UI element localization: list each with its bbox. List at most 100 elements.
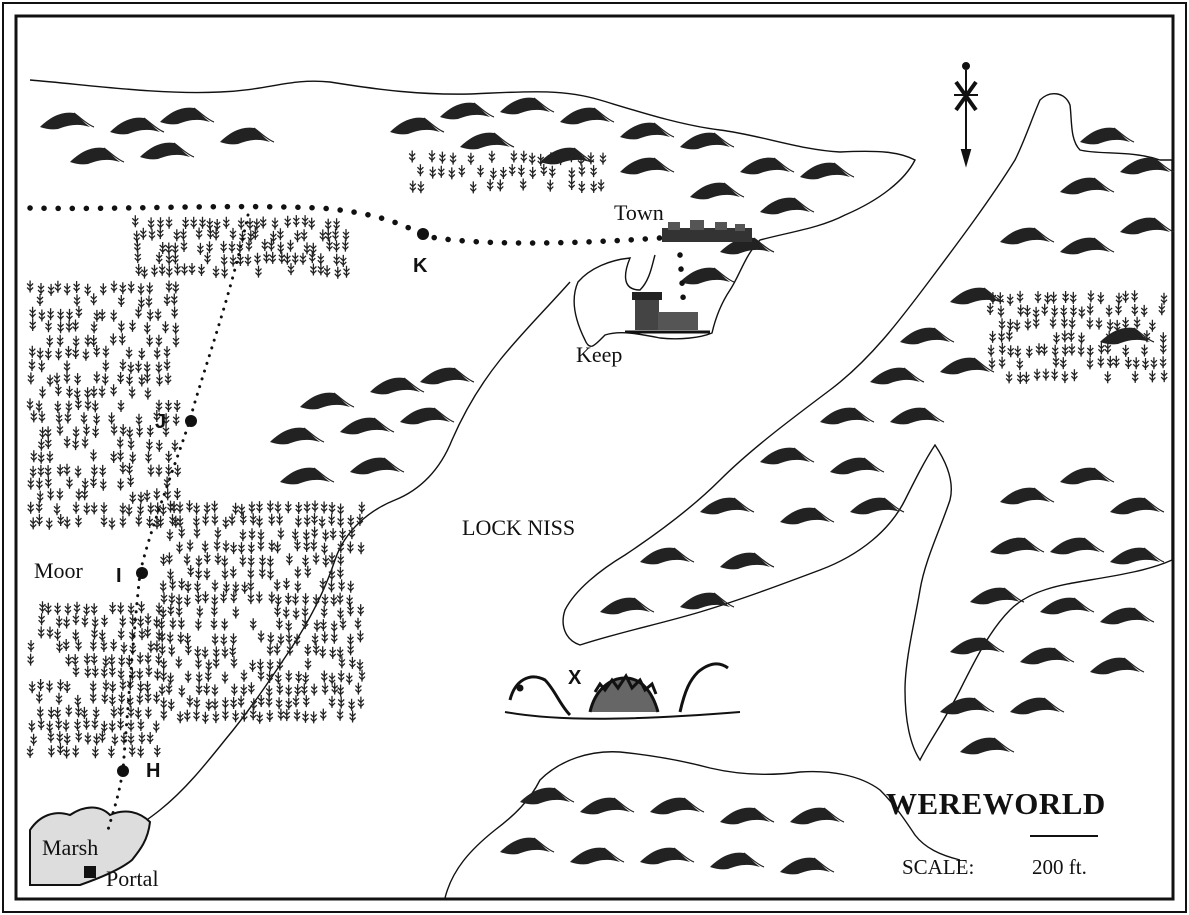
tree-icon xyxy=(62,718,70,733)
tree-icon xyxy=(136,615,145,629)
tree-icon xyxy=(155,463,163,478)
tree-icon xyxy=(156,226,164,240)
tree-icon xyxy=(1049,315,1057,330)
tree-icon xyxy=(244,253,252,267)
tree-icon xyxy=(1014,345,1022,359)
tree-icon xyxy=(1150,356,1158,370)
tree-icon xyxy=(1086,344,1094,358)
tree-icon xyxy=(268,513,276,527)
tree-icon xyxy=(324,217,332,232)
tree-icon xyxy=(197,263,206,277)
tree-icon xyxy=(1024,317,1032,332)
south-shore xyxy=(444,751,961,899)
tree-icon xyxy=(1006,293,1014,307)
tree-icon xyxy=(291,528,299,542)
tree-icon xyxy=(308,216,316,231)
tree-icon xyxy=(328,501,336,515)
waypoint-i-label: I xyxy=(116,565,122,587)
tree-icon xyxy=(117,294,125,308)
tree-icon xyxy=(186,538,194,553)
tree-icon xyxy=(153,639,161,654)
tree-icon xyxy=(173,228,181,242)
tree-icon xyxy=(144,690,152,704)
tree-icon xyxy=(261,238,269,252)
tree-icon xyxy=(1050,304,1059,318)
tree-icon xyxy=(120,732,128,746)
tree-icon xyxy=(184,670,192,684)
tree-icon xyxy=(1159,355,1167,369)
waypoint-x-label: X xyxy=(568,667,582,689)
tree-icon xyxy=(195,554,203,569)
tree-icon xyxy=(1097,291,1105,305)
tree-icon xyxy=(348,656,357,670)
tree-icon xyxy=(137,282,145,296)
tree-icon xyxy=(1124,356,1133,370)
tree-icon xyxy=(330,620,338,634)
tree-icon xyxy=(89,690,97,705)
tree-icon xyxy=(1068,316,1076,330)
tree-icon xyxy=(295,670,303,684)
tree-icon xyxy=(997,304,1005,319)
tree-icon xyxy=(469,180,477,195)
tree-icon xyxy=(37,625,45,640)
tree-icon xyxy=(247,579,255,593)
tree-icon xyxy=(275,512,284,527)
tree-icon xyxy=(317,262,325,277)
tree-icon xyxy=(449,151,457,166)
tree-icon xyxy=(1049,291,1058,305)
tree-icon xyxy=(101,372,109,387)
tree-icon xyxy=(29,516,37,531)
tree-icon xyxy=(150,264,159,278)
tree-icon xyxy=(196,604,204,619)
tree-icon xyxy=(81,435,89,450)
tree-icon xyxy=(321,630,329,645)
tree-icon xyxy=(127,719,135,733)
tree-icon xyxy=(347,514,355,528)
tree-icon xyxy=(1097,341,1106,355)
tree-icon xyxy=(597,178,605,193)
tree-icon xyxy=(138,627,146,641)
tree-icon xyxy=(310,710,318,725)
tree-icon xyxy=(38,359,46,373)
tree-icon xyxy=(354,617,362,631)
tree-icon xyxy=(185,499,194,513)
tree-icon xyxy=(210,604,219,618)
tree-icon xyxy=(111,733,119,747)
tree-icon xyxy=(229,632,238,646)
tree-icon xyxy=(28,680,36,694)
tree-icon xyxy=(221,696,230,710)
tree-icon xyxy=(195,670,203,685)
tree-icon xyxy=(247,541,256,555)
tree-icon xyxy=(82,717,91,731)
tree-icon xyxy=(1061,329,1069,344)
tree-icon xyxy=(175,541,184,555)
tree-icon xyxy=(63,680,71,694)
tree-icon xyxy=(336,591,344,606)
tree-icon xyxy=(266,643,274,657)
tree-icon xyxy=(1131,303,1139,317)
tree-icon xyxy=(108,601,117,615)
tree-icon xyxy=(310,525,319,540)
tree-icon xyxy=(28,345,36,359)
tree-icon xyxy=(53,628,62,642)
tree-icon xyxy=(248,659,257,673)
tree-icon xyxy=(35,513,44,527)
tree-icon xyxy=(1035,342,1043,356)
tree-icon xyxy=(212,655,220,670)
tree-icon xyxy=(28,358,36,372)
tree-icon xyxy=(81,614,89,628)
tree-icon xyxy=(510,149,518,164)
tree-icon xyxy=(292,607,300,621)
tree-icon xyxy=(301,605,309,619)
tree-icon xyxy=(160,696,168,711)
tree-icon xyxy=(308,250,316,264)
tree-icon xyxy=(496,178,504,193)
tree-icon xyxy=(144,651,152,666)
tree-icon xyxy=(274,500,282,515)
tree-icon xyxy=(53,502,61,516)
tree-icon xyxy=(294,580,302,594)
tree-icon xyxy=(72,335,80,349)
tree-icon xyxy=(336,708,344,722)
tree-icon xyxy=(145,334,154,348)
tree-icon xyxy=(166,631,174,645)
